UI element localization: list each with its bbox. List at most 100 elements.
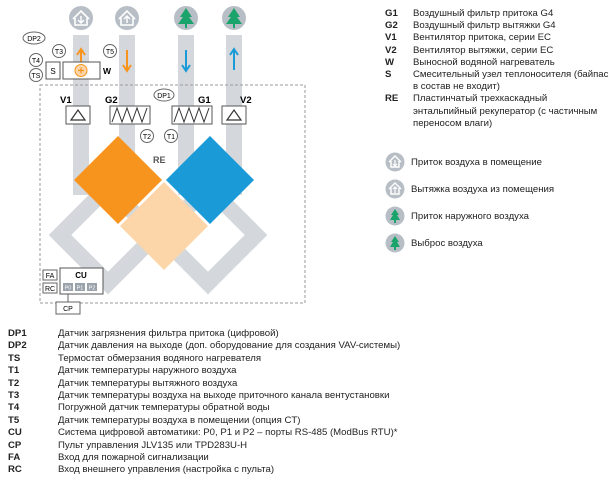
sensor-ts: TS (29, 68, 43, 82)
legend-description: Выносной водяной нагреватель (413, 56, 555, 68)
input-fa: FA (42, 269, 58, 281)
air-legend-row: Приток наружного воздуха (385, 206, 529, 226)
air-legend-row: Вытяжка воздуха из помещения (385, 179, 554, 199)
legend-description: Погружной датчик температуры обратной во… (58, 402, 270, 414)
legend-description: Датчик температуры воздуха на выходе при… (58, 390, 390, 402)
svg-text:P0: P0 (65, 286, 72, 292)
label-g2: G2 (105, 95, 118, 106)
svg-text:CU: CU (75, 271, 87, 280)
air-legend-row: Выброс воздуха (385, 233, 483, 253)
air-legend-row: Приток воздуха в помещение (385, 152, 542, 172)
legend-description: Пульт управления JLV135 или TPD283U-H (58, 439, 248, 451)
legend-description: Датчик давления на выходе (доп. оборудов… (58, 340, 401, 352)
legend-code: W (385, 56, 395, 68)
svg-text:P2: P2 (89, 286, 96, 292)
legend-code: RE (385, 93, 399, 105)
legend-code: G2 (385, 20, 398, 32)
legend-description: Пластинчатый трехкаскадный энтальпийный … (413, 93, 598, 129)
fan-v2 (221, 105, 247, 125)
legend-description: Вход для пожарной сигнализации (58, 452, 209, 464)
tree-arrow-down-icon (174, 6, 198, 30)
sensor-legend-row: CP Пульт управления JLV135 или TPD283U-H (8, 440, 608, 452)
legend-code: CU (8, 427, 22, 439)
component-legend-row: W Выносной водяной нагреватель (385, 57, 611, 69)
legend-code: T5 (8, 414, 20, 426)
svg-text:T3: T3 (55, 49, 63, 56)
sensor-legend-row: T2 Датчик температуры вытяжного воздуха (8, 378, 608, 390)
house-arrow-up-icon (385, 179, 405, 199)
component-legend-row: V2 Вентилятор вытяжки, серии ЕС (385, 45, 611, 57)
legend-description: Вход внешнего управления (настройка с пу… (58, 464, 275, 476)
legend-code: TS (8, 352, 21, 364)
label-g1: G1 (198, 95, 211, 106)
unit-outline (39, 84, 306, 304)
tree-arrow-up-icon (385, 233, 405, 253)
legend-description: Смесительный узел теплоносителя (байпас … (413, 69, 609, 93)
label-re: RE (153, 155, 166, 165)
legend-description: Вентилятор вытяжки, серии ЕС (413, 44, 554, 56)
sensor-legend-row: CU Система цифровой автоматики: P0, P1 и … (8, 427, 608, 439)
sensor-t1: T1 (164, 129, 178, 143)
svg-text:DP2: DP2 (27, 36, 41, 43)
svg-text:P1: P1 (77, 286, 84, 292)
legend-code: V2 (385, 44, 397, 56)
flow-arrows (76, 47, 239, 73)
house-arrow-up-icon (115, 6, 139, 30)
svg-text:T4: T4 (32, 58, 40, 65)
heat-exchanger-re (48, 136, 268, 295)
sensor-legend-row: DP2 Датчик давления на выходе (доп. обору… (8, 340, 608, 352)
svg-text:W: W (103, 66, 112, 76)
sensor-t2: T2 (140, 129, 154, 143)
legend-code: S (385, 69, 392, 81)
legend-description: Термостат обмерзания водяного нагревател… (58, 352, 262, 364)
label-v2: V2 (240, 95, 252, 106)
air-legend-text: Выброс воздуха (411, 237, 483, 249)
svg-text:T5: T5 (106, 49, 114, 56)
pale-diamond (120, 182, 208, 270)
tree-arrow-up-icon (222, 6, 246, 30)
component-legend-row: S Смесительный узел теплоносителя (байпас… (385, 69, 611, 93)
legend-code: FA (8, 452, 21, 464)
svg-text:TS: TS (32, 73, 41, 80)
mixing-unit-s: S (45, 61, 61, 80)
legend-code: T4 (8, 402, 20, 414)
legend-code: RC (8, 464, 22, 476)
sensor-legend-row: FA Вход для пожарной сигнализации (8, 452, 608, 464)
legend-code: T1 (8, 365, 20, 377)
tree-arrow-down-icon (385, 206, 405, 226)
input-rc: RC (42, 282, 58, 294)
control-unit-cu: CU P0 P1 P2 (59, 267, 104, 295)
legend-description: Вентилятор притока, серии ЕС (413, 32, 551, 44)
ventilation-diagram: V1 G2 G1 V2 RE DP1 T2 T1 DP2 T3 T4 TS T5… (22, 6, 306, 315)
svg-text:RC: RC (45, 286, 55, 293)
sensor-legend-row: T4 Погружной датчик температуры обратной … (8, 402, 608, 414)
legend-code: CP (8, 439, 22, 451)
filter-g1 (171, 105, 213, 125)
svg-text:CP: CP (63, 306, 73, 313)
water-heater-w: W (62, 61, 112, 80)
sensor-dp2: DP2 (22, 31, 46, 45)
fan-v1 (65, 105, 91, 125)
legend-code: T2 (8, 377, 20, 389)
svg-text:T1: T1 (167, 134, 175, 141)
legend-description: Датчик температуры вытяжного воздуха (58, 377, 238, 389)
air-legend-text: Приток наружного воздуха (411, 210, 530, 222)
legend-code: DP2 (8, 340, 27, 352)
blue-diamond (166, 136, 254, 224)
svg-text:FA: FA (46, 273, 55, 280)
house-arrow-down-icon (385, 152, 405, 172)
legend-description: Система цифровой автоматики: P0, P1 и P2… (58, 427, 398, 439)
air-legend-text: Вытяжка воздуха из помещения (411, 183, 555, 195)
svg-text:S: S (50, 67, 55, 76)
sensor-t3: T3 (52, 44, 66, 58)
sensor-dp1: DP1 (153, 88, 175, 102)
